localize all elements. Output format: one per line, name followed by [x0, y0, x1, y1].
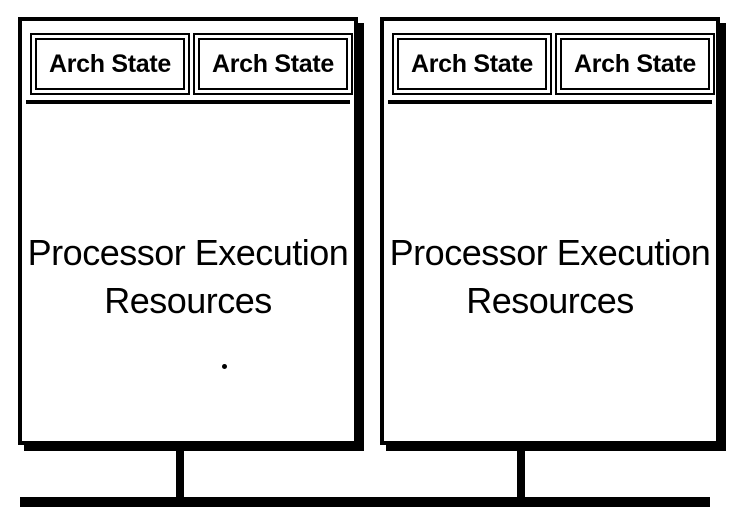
- bus-connector-left: [176, 451, 184, 500]
- arch-state-label: Arch State: [211, 49, 335, 78]
- execution-label-line2: Resources: [104, 280, 272, 321]
- execution-label-line2: Resources: [466, 280, 634, 321]
- arch-state-box: Arch State: [392, 33, 552, 95]
- processor-package-left: Arch State Arch State Processor Executio…: [18, 17, 358, 445]
- processor-package-right: Arch State Arch State Processor Executio…: [380, 17, 720, 445]
- arch-state-label: Arch State: [410, 49, 534, 78]
- execution-resources-label: Processor Execution Resources: [22, 229, 354, 325]
- arch-state-label: Arch State: [48, 49, 172, 78]
- arch-state-box: Arch State: [193, 33, 353, 95]
- arch-state-box: Arch State: [30, 33, 190, 95]
- arch-state-row: Arch State Arch State: [26, 27, 353, 104]
- stray-dot: [222, 364, 227, 369]
- bus-connector-right: [517, 451, 525, 500]
- arch-state-row: Arch State Arch State: [388, 27, 715, 104]
- execution-label-line1: Processor Execution: [389, 232, 711, 273]
- execution-label-line1: Processor Execution: [27, 232, 349, 273]
- execution-resources-label: Processor Execution Resources: [384, 229, 716, 325]
- system-bus: [20, 497, 710, 507]
- arch-state-label: Arch State: [573, 49, 697, 78]
- arch-state-box: Arch State: [555, 33, 715, 95]
